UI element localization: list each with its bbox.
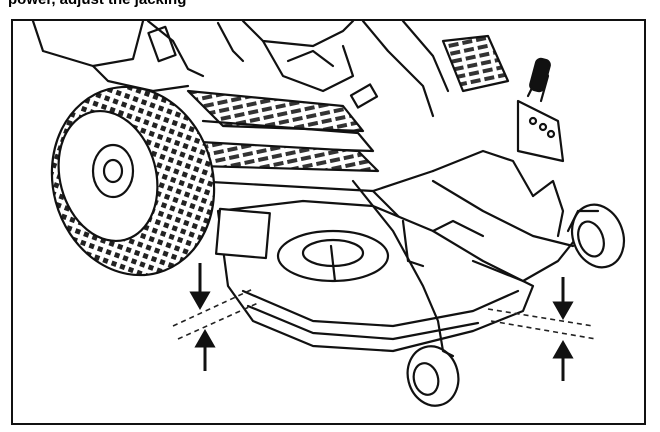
front-left-caster	[406, 345, 460, 407]
height-lever	[516, 57, 565, 163]
up-arrow-icon	[552, 339, 574, 381]
front-right-caster	[566, 203, 626, 269]
mower-illustration	[31, 21, 626, 407]
dashboard	[241, 21, 450, 118]
down-arrow-icon	[189, 263, 211, 311]
height-reference-lines	[172, 288, 597, 340]
seat-body	[31, 21, 245, 93]
down-arrow-icon	[552, 277, 574, 321]
up-arrow-icon	[194, 328, 216, 371]
right-footrest	[441, 34, 510, 93]
cropped-heading-text: power, adjust the jacking	[8, 0, 186, 8]
mower-deck	[214, 199, 535, 353]
illustration-frame	[11, 19, 646, 425]
rear-tire	[50, 85, 216, 277]
left-footrest	[186, 89, 365, 133]
